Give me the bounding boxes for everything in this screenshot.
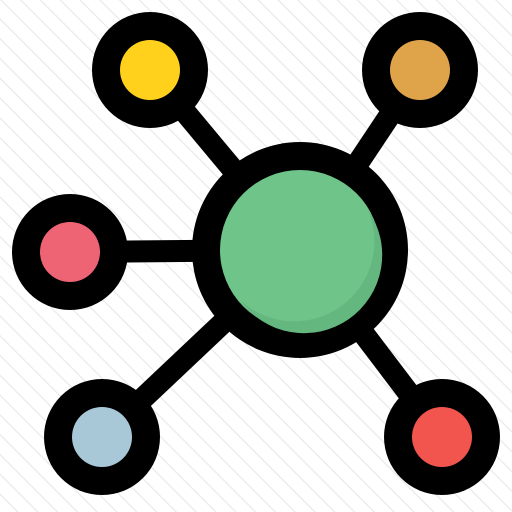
node-bottom-right-dot: [412, 407, 472, 467]
node-top-right-dot: [390, 40, 450, 100]
node-bottom-left: [44, 379, 160, 495]
center-hub-fill: [220, 170, 380, 330]
node-bottom-left-dot: [72, 407, 132, 467]
node-top-left: [92, 12, 208, 128]
node-bottom-right: [384, 379, 500, 495]
node-left-dot: [40, 222, 100, 282]
center-hub: [192, 142, 408, 358]
center-hub-shade: [240, 210, 383, 334]
node-top-right: [362, 12, 478, 128]
node-top-left-dot: [120, 40, 180, 100]
node-left: [12, 194, 128, 310]
